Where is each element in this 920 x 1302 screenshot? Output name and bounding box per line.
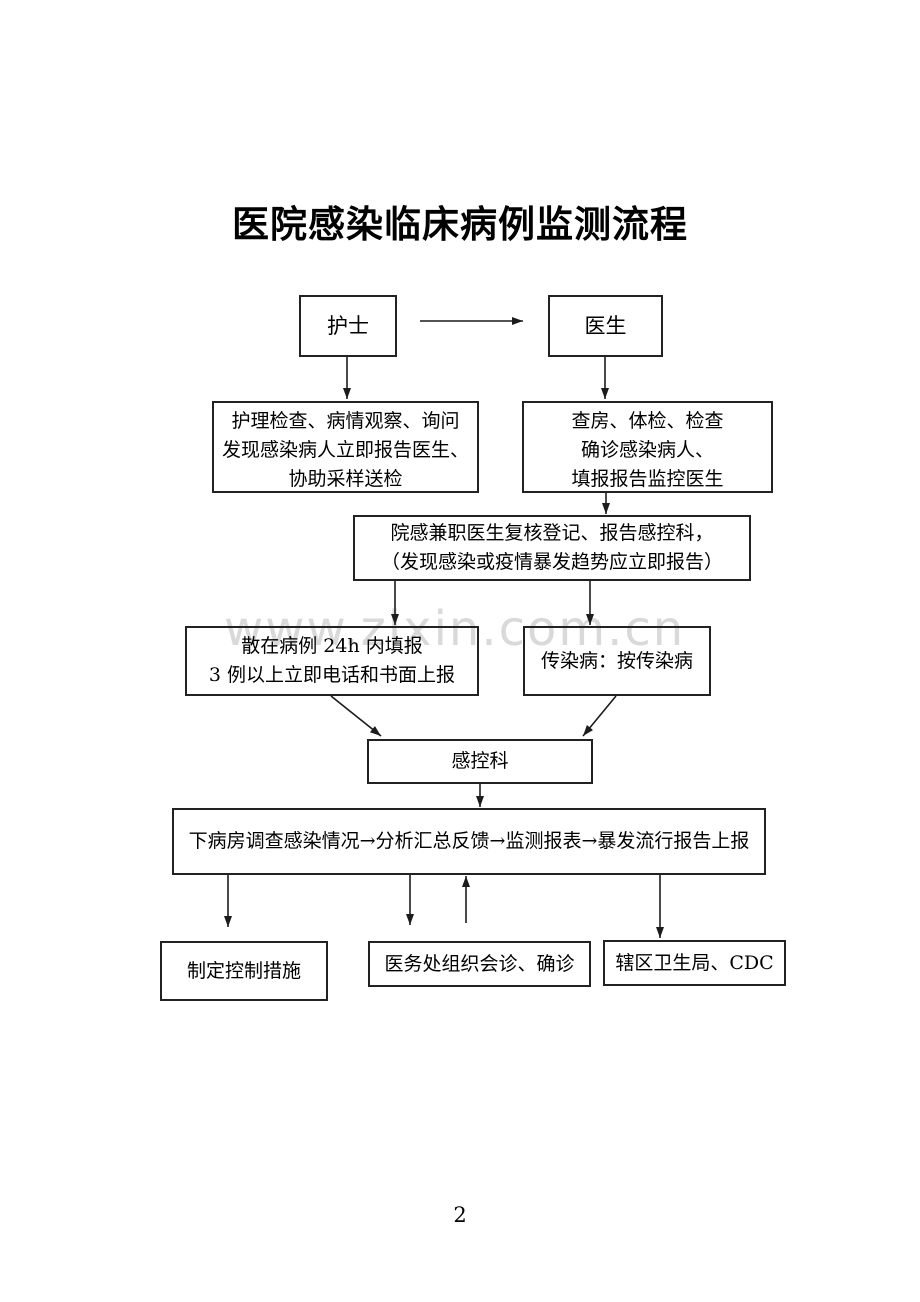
flow-node-line: 散在病例 24h 内填报: [241, 635, 423, 657]
flow-node-line: 护理检查、病情观察、询问: [231, 410, 460, 432]
flow-node-nurse-duty: 护理检查、病情观察、询问 发现感染病人立即报告医生、 协助采样送检: [212, 401, 479, 493]
flow-node-line: 协助采样送检: [288, 468, 403, 490]
page-number: 2: [453, 1203, 467, 1227]
flow-node-review: 院感兼职医生复核登记、报告感控科， （发现感染或疫情暴发趋势应立即报告）: [353, 515, 751, 581]
arrow-infectious-to-control: [582, 695, 617, 737]
flow-node-control-measures: 制定控制措施: [160, 941, 328, 1001]
flow-node-label: 辖区卫生局、CDC: [615, 951, 774, 974]
flow-node-doctor: 医生: [548, 295, 663, 357]
flow-node-label: 制定控制措施: [186, 959, 301, 982]
flow-node-health-bureau-cdc: 辖区卫生局、CDC: [603, 940, 786, 986]
flow-node-label: 医务处组织会诊、确诊: [384, 952, 575, 975]
flow-node-sporadic-cases: 散在病例 24h 内填报 3 例以上立即电话和书面上报: [185, 626, 479, 696]
arrow-sporadic-to-control: [330, 695, 382, 737]
flow-node-line: 3 例以上立即电话和书面上报: [208, 664, 456, 686]
flow-node-label: 下病房调查感染情况→分析汇总反馈→监测报表→暴发流行报告上报: [188, 830, 750, 852]
flow-node-label: 感控科: [451, 750, 509, 772]
flow-node-doctor-duty: 查房、体检、检查 确诊感染病人、 填报报告监控医生: [522, 401, 773, 493]
flow-node-label: 医生: [584, 313, 627, 338]
flow-node-line: 发现感染病人立即报告医生、: [221, 439, 469, 461]
flow-node-process-chain: 下病房调查感染情况→分析汇总反馈→监测报表→暴发流行报告上报: [172, 808, 766, 875]
flow-node-line: 院感兼职医生复核登记、报告感控科，: [390, 522, 714, 544]
flow-node-label: 护士: [327, 313, 369, 338]
flow-node-label: 传染病：按传染病: [540, 649, 693, 672]
page-title: 医院感染临床病例监测流程: [232, 203, 688, 246]
flow-node-line: 填报报告监控医生: [571, 468, 724, 490]
flow-node-nurse: 护士: [299, 295, 397, 357]
flow-node-line: 确诊感染病人、: [580, 439, 714, 461]
flow-node-medical-affairs: 医务处组织会诊、确诊: [368, 941, 591, 987]
flow-node-line: （发现感染或疫情暴发趋势应立即报告）: [380, 551, 723, 573]
flow-node-infectious-disease: 传染病：按传染病: [523, 626, 711, 696]
flow-node-infection-control-dept: 感控科: [367, 739, 593, 784]
flow-node-line: 查房、体检、检查: [571, 410, 724, 432]
watermark-text: www.zixin.com.cn: [224, 601, 686, 657]
